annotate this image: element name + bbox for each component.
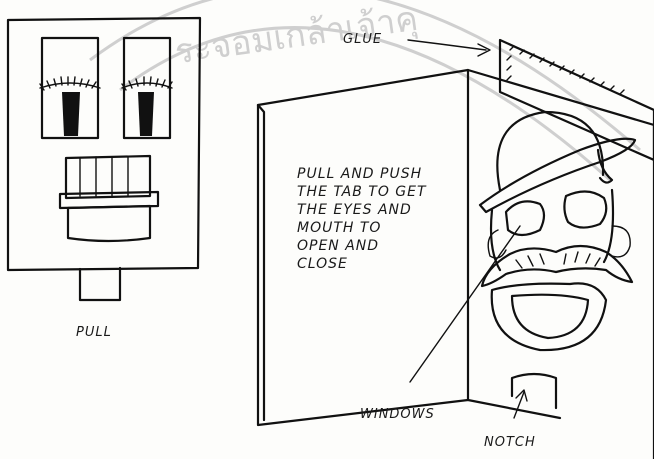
instruction-line-6: CLOSE <box>297 256 348 272</box>
right-eye-icon <box>121 76 173 136</box>
glue-flap <box>498 38 654 162</box>
instruction-line-1: PULL AND PUSH <box>297 166 422 182</box>
notch-label: NOTCH <box>484 435 536 450</box>
folded-card <box>256 38 654 459</box>
instruction-line-5: OPEN AND <box>297 238 379 254</box>
glue-arrow-head <box>477 43 491 57</box>
glue-label: GLUE <box>343 32 382 47</box>
mouth-window-outer <box>490 282 608 352</box>
notch-arrow-head <box>515 389 528 402</box>
windows-label: WINDOWS <box>360 407 435 422</box>
card-left-edge <box>256 103 266 422</box>
mouth-window-inner <box>510 293 590 340</box>
face-icon <box>478 110 637 352</box>
windows-leader-line <box>409 225 521 383</box>
watermark-seal: ระจอมเกล้าเจ้าคุ <box>89 0 641 182</box>
card-right-panel <box>466 68 654 459</box>
instruction-text: PULL AND PUSH THE TAB TO GET THE EYES AN… <box>297 166 427 272</box>
left-eye-hole <box>504 200 546 237</box>
glue-arrow-line <box>407 39 487 51</box>
pull-label: PULL <box>76 325 112 340</box>
mustache <box>480 244 634 288</box>
left-eye-icon <box>39 76 101 136</box>
slider-card-outline <box>6 16 202 272</box>
instruction-line-2: THE TAB TO GET <box>297 184 427 200</box>
watermark-text: ระจอมเกล้าเจ้าคุ <box>172 0 420 72</box>
mouth-teeth-icon <box>58 154 160 243</box>
slider-card <box>6 16 202 302</box>
notch-cutout <box>510 372 558 410</box>
glue-hatching <box>506 45 625 95</box>
notch-arrow-line <box>513 391 525 419</box>
right-eye-hole <box>563 190 608 229</box>
instruction-line-3: THE EYES AND <box>297 202 412 218</box>
instruction-line-4: MOUTH TO <box>297 220 381 236</box>
leader-lines <box>407 39 528 419</box>
pull-tab <box>78 266 122 302</box>
